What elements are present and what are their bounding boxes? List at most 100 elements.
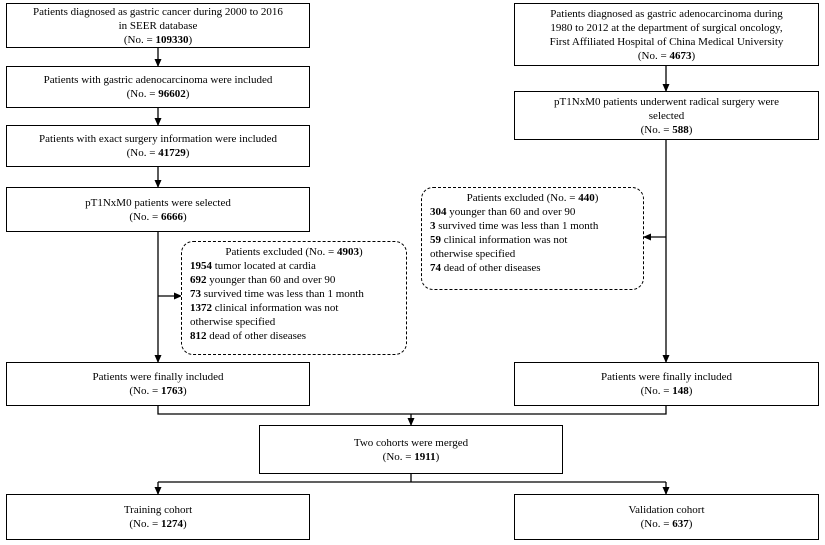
count-prefix: (No. = xyxy=(640,518,673,530)
exclusion-count: 692 xyxy=(190,274,207,286)
node-text-line: Patients with gastric adenocarcinoma wer… xyxy=(43,74,273,86)
count-suffix: ) xyxy=(182,518,187,530)
count-suffix: ) xyxy=(185,88,190,100)
count-value: 1763 xyxy=(160,385,183,397)
node-seer-diagnosed: Patients diagnosed as gastric cancer dur… xyxy=(6,3,310,48)
node-text-line: Patients diagnosed as gastric cancer dur… xyxy=(33,5,283,18)
count-value: 41729 xyxy=(158,147,186,159)
exclusion-heading-suffix: ) xyxy=(358,246,363,258)
count-value: 637 xyxy=(672,518,689,530)
exclusion-reason: 73 survived time was less than 1 month xyxy=(190,287,398,301)
node-count-line: (No. = 4673) xyxy=(638,49,695,63)
exclusion-reason: 1954 tumor located at cardia xyxy=(190,259,398,273)
count-prefix: (No. = xyxy=(640,123,673,136)
exclusion-heading-prefix: Patients excluded (No. = xyxy=(466,192,579,204)
node-count-line: (No. = 96602) xyxy=(127,87,190,101)
exclusion-heading: Patients excluded (No. = 440) xyxy=(430,191,635,205)
exclusion-total: 440 xyxy=(578,192,595,204)
node-text-line: Patients with exact surgery information … xyxy=(38,133,278,145)
count-suffix: ) xyxy=(188,33,193,46)
count-value: 6666 xyxy=(160,210,183,223)
exclusion-text: clinical information was not xyxy=(441,234,568,246)
exclusion-text: tumor located at cardia xyxy=(212,260,316,272)
exclusion-reason: 692 younger than 60 and over 90 xyxy=(190,273,398,287)
exclusion-total: 4903 xyxy=(336,246,359,258)
count-prefix: (No. = xyxy=(637,49,670,62)
count-suffix: ) xyxy=(688,518,693,530)
count-prefix: (No. = xyxy=(129,210,161,223)
exclusion-text: younger than 60 and over 90 xyxy=(206,274,336,286)
exclusion-heading-suffix: ) xyxy=(594,192,599,204)
count-prefix: (No. = xyxy=(129,385,161,397)
count-suffix: ) xyxy=(435,450,440,463)
count-prefix: (No. = xyxy=(129,518,161,530)
exclusion-reason: 812 dead of other diseases xyxy=(190,329,398,343)
count-prefix: (No. = xyxy=(123,33,156,46)
exclusion-reason: otherwise specified xyxy=(430,247,635,261)
count-prefix: (No. = xyxy=(640,385,673,397)
count-value: 1274 xyxy=(160,518,183,530)
exclusion-count: 812 xyxy=(190,330,207,342)
exclusion-reason: 1372 clinical information was not xyxy=(190,301,398,315)
exclusion-heading: Patients excluded (No. = 4903) xyxy=(190,245,398,259)
exclusion-count: 1954 xyxy=(190,260,212,272)
exclusion-cmu: Patients excluded (No. = 440)304 younger… xyxy=(421,187,644,290)
exclusion-text: otherwise specified xyxy=(430,248,516,260)
node-surgery-info-included: Patients with exact surgery information … xyxy=(6,125,310,167)
exclusion-seer: Patients excluded (No. = 4903)1954 tumor… xyxy=(181,241,407,355)
count-prefix: (No. = xyxy=(382,450,415,463)
node-count-line: (No. = 637) xyxy=(641,517,693,531)
exclusion-reason: 3 survived time was less than 1 month xyxy=(430,219,635,233)
count-value: 588 xyxy=(672,123,689,136)
exclusion-reason: 74 dead of other diseases xyxy=(430,261,635,275)
exclusion-count: 74 xyxy=(430,262,441,274)
exclusion-reason: 304 younger than 60 and over 90 xyxy=(430,205,635,219)
node-cmu-radical-surgery: pT1NxM0 patients underwent radical surge… xyxy=(514,91,819,140)
node-text-line: First Affiliated Hospital of China Medic… xyxy=(549,35,784,48)
node-cmu-diagnosed: Patients diagnosed as gastric adenocarci… xyxy=(514,3,819,66)
count-suffix: ) xyxy=(688,123,693,136)
count-value: 96602 xyxy=(158,88,186,100)
count-suffix: ) xyxy=(691,49,696,62)
node-count-line: (No. = 588) xyxy=(641,123,693,137)
exclusion-text: younger than 60 and over 90 xyxy=(446,206,576,218)
node-text-line: 1980 to 2012 at the department of surgic… xyxy=(550,21,783,34)
count-prefix: (No. = xyxy=(126,147,159,159)
exclusion-reason: otherwise specified xyxy=(190,315,398,329)
node-training-cohort: Training cohort(No. = 1274) xyxy=(6,494,310,540)
node-count-line: (No. = 1763) xyxy=(129,384,186,398)
node-text-line: selected xyxy=(648,109,685,122)
exclusion-reason: 59 clinical information was not xyxy=(430,233,635,247)
exclusion-text: clinical information was not xyxy=(212,302,339,314)
exclusion-text: dead of other diseases xyxy=(206,330,307,342)
exclusion-count: 3 xyxy=(430,220,436,232)
node-count-line: (No. = 1274) xyxy=(129,517,186,531)
node-text-line: Patients were finally included xyxy=(92,371,224,383)
connector-finals-to-merge xyxy=(157,406,667,415)
node-count-line: (No. = 109330) xyxy=(124,33,192,47)
exclusion-count: 73 xyxy=(190,288,201,300)
node-count-line: (No. = 6666) xyxy=(129,210,186,224)
node-count-line: (No. = 41729) xyxy=(127,146,190,160)
node-text-line: pT1NxM0 patients underwent radical surge… xyxy=(554,95,779,108)
count-value: 4673 xyxy=(669,49,692,62)
node-text-line: Validation cohort xyxy=(628,504,705,516)
exclusion-count: 59 xyxy=(430,234,441,246)
node-text-line: pT1NxM0 patients were selected xyxy=(85,196,231,209)
count-suffix: ) xyxy=(688,385,693,397)
node-validation-cohort: Validation cohort(No. = 637) xyxy=(514,494,819,540)
node-text-line: Two cohorts were merged xyxy=(353,436,469,449)
node-text-line: in SEER database xyxy=(118,19,198,32)
count-value: 109330 xyxy=(155,33,189,46)
node-text-line: Patients were finally included xyxy=(600,371,733,383)
exclusion-count: 1372 xyxy=(190,302,212,314)
node-adenocarcinoma-included: Patients with gastric adenocarcinoma wer… xyxy=(6,66,310,108)
count-suffix: ) xyxy=(182,210,187,223)
exclusion-heading-prefix: Patients excluded (No. = xyxy=(225,246,337,258)
node-pt1-selected: pT1NxM0 patients were selected(No. = 666… xyxy=(6,187,310,232)
node-count-line: (No. = 1911) xyxy=(383,450,440,464)
exclusion-text: survived time was less than 1 month xyxy=(201,288,364,300)
node-cohorts-merged: Two cohorts were merged(No. = 1911) xyxy=(259,425,563,474)
